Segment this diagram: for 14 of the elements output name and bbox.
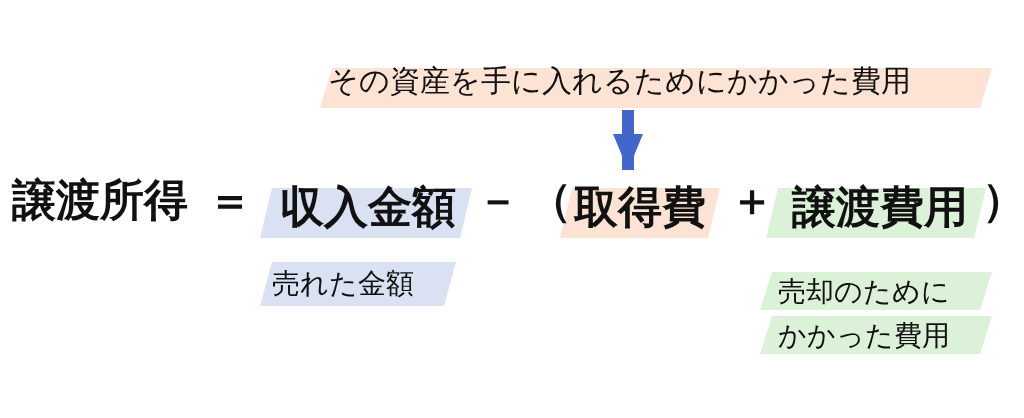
formula-text: ＋ bbox=[730, 174, 774, 227]
term-text: 収入金額 bbox=[280, 180, 456, 233]
formula-text: ） bbox=[982, 174, 1024, 227]
term-text: その資産を手に入れるためにかかった費用 bbox=[328, 62, 911, 100]
term-text: 譲渡費用 bbox=[792, 180, 968, 233]
term-text: 売れた金額 bbox=[272, 266, 414, 302]
term-text: 取得費 bbox=[574, 180, 706, 233]
formula-text: － bbox=[476, 174, 520, 227]
formula-text: 譲渡所得 bbox=[12, 174, 188, 227]
highlighted-term bbox=[260, 260, 456, 308]
formula-text: （ bbox=[528, 174, 572, 227]
arrow bbox=[613, 110, 643, 170]
term-text: 売却のためにかかった費用 bbox=[778, 274, 951, 354]
formula-text: ＝ bbox=[208, 174, 252, 227]
